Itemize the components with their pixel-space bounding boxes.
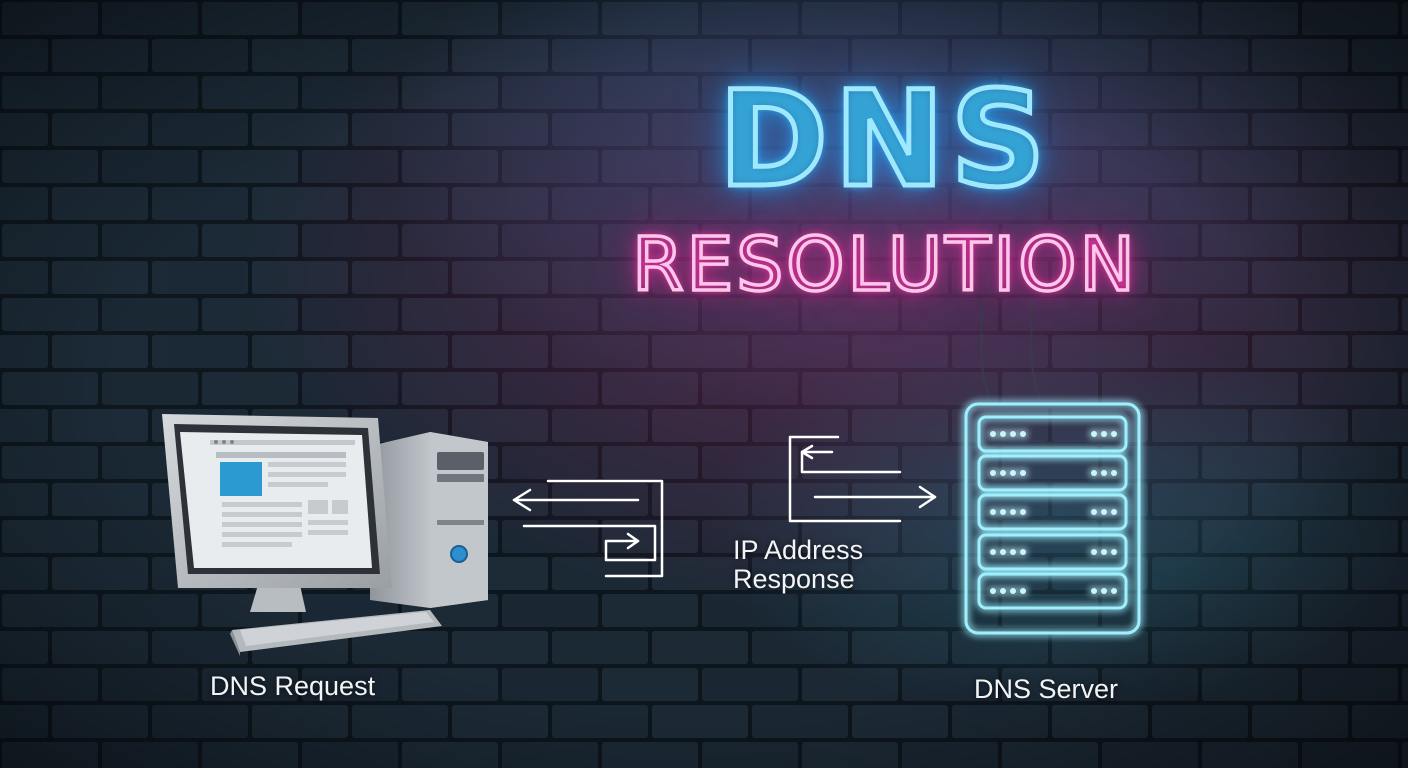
dns-request-label: DNS Request (210, 671, 376, 701)
ip-address-response-label: IP Address Response (733, 536, 863, 594)
response-label-line1: IP Address (733, 535, 864, 565)
title-resolution: RESOLUTION (630, 220, 1138, 310)
response-label-line2: Response (733, 564, 855, 594)
dns-server-label: DNS Server (974, 674, 1119, 704)
title-dns: DNS (716, 61, 1052, 220)
